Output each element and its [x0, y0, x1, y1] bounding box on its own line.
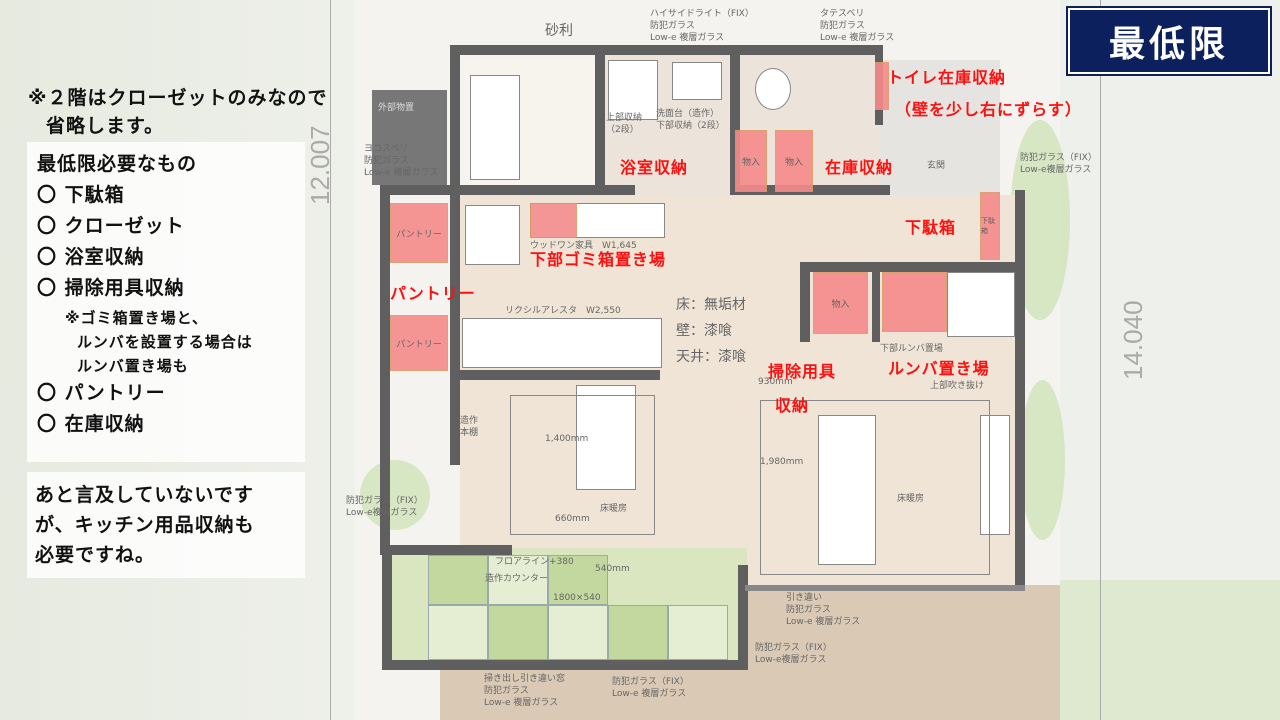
- sofa: [818, 415, 876, 565]
- label-floor-heating: 床暖房: [897, 494, 925, 504]
- wood-deck: [745, 585, 1060, 720]
- annotation-bath-storage: 浴室収納: [620, 158, 689, 177]
- dimension-label: 540mm: [595, 564, 630, 574]
- annotation-stock-storage: 在庫収納: [825, 158, 894, 177]
- intro-note: ※２階はクローゼットのみなので 省略します。: [28, 84, 327, 140]
- shoe-box: 下駄箱: [980, 192, 1000, 260]
- box-label: 物入: [831, 299, 850, 310]
- washing-machine: [608, 60, 658, 120]
- washbasin: [672, 62, 722, 100]
- kitchen-counter: [462, 318, 662, 368]
- toilet: [755, 68, 791, 110]
- annotation-pantry: パントリー: [390, 284, 476, 303]
- annotation-cleaning-storage: 掃除用具: [768, 362, 837, 381]
- window-label: 防犯ガラス（FIX） Low-e複層ガラス: [346, 496, 423, 518]
- dimension-label: 1,400mm: [545, 434, 589, 444]
- external-storage: [372, 90, 447, 185]
- annotation-trash-area: 下部ゴミ箱置き場: [530, 250, 667, 269]
- label-counter-size: 1800×540: [553, 593, 601, 603]
- window-label: 引き違い 防犯ガラス Low-e 複層ガラス: [786, 593, 861, 627]
- label-gravel: 砂利: [545, 23, 573, 39]
- dining-table: [576, 385, 636, 490]
- list-item: 〇 クローゼット: [37, 215, 185, 237]
- label-entrance: 玄関: [927, 161, 946, 171]
- garden-plants: [1020, 380, 1065, 540]
- box-label: パントリー: [396, 229, 442, 240]
- sub-note-line: ルンバ置き場も: [77, 357, 189, 375]
- annotation-toilet-note: （壁を少し右にずらす）: [895, 100, 1082, 119]
- dimension-label: 930mm: [758, 377, 793, 387]
- floor-heating-area: [510, 395, 655, 535]
- annotation-cleaning-storage: 収納: [775, 396, 810, 415]
- garden-plants: [360, 460, 430, 530]
- list-item: 〇 掃除用具収納: [37, 277, 185, 299]
- box-label: パントリー: [396, 339, 442, 350]
- list-item: 〇 在庫収納: [37, 413, 145, 435]
- label-washbasin: 洗面台（造作） 下部収納（2段）: [656, 109, 725, 131]
- footer-note-panel: あと言及していないです が、キッチン用品収納も 必要ですね。: [27, 472, 305, 578]
- note-line: 省略します。: [46, 115, 165, 137]
- note-line: 必要ですね。: [35, 544, 156, 566]
- fridge: [465, 205, 520, 265]
- roomba-stairs-box: [882, 272, 947, 332]
- stairs: [947, 272, 1015, 337]
- bathtub: [470, 75, 520, 180]
- note-line: ※２階はクローゼットのみなので: [28, 87, 328, 109]
- pantry-box-bottom: パントリー: [390, 315, 448, 371]
- list-item: 〇 パントリー: [37, 382, 166, 404]
- box-label: 物入: [741, 157, 760, 168]
- label-external-storage: 外部物置: [378, 103, 415, 113]
- window-label: 掃き出し引き違い窓 防犯ガラス Low-e 複層ガラス: [484, 674, 566, 708]
- box-label: 下駄箱: [981, 217, 995, 235]
- label-upper-storage: 上部収納 （2段）: [606, 113, 643, 135]
- annotation-shoe-box: 下駄箱: [905, 218, 957, 237]
- dimension-label: 660mm: [555, 514, 590, 524]
- label-floor-heating: 床暖房: [600, 504, 628, 514]
- title-badge: 最低限: [1066, 6, 1272, 76]
- label-bookshelf: 造作 本棚: [460, 416, 479, 438]
- label-back-counter: ウッドワン家具 W1,645: [530, 241, 637, 251]
- annotation-toilet-storage: トイレ在庫収納: [887, 68, 1007, 87]
- window-label: タテスベリ 防犯ガラス Low-e 複層ガラス: [820, 9, 895, 43]
- tv-board: [980, 415, 1010, 535]
- trash-area-box: [530, 203, 577, 238]
- note-line: が、キッチン用品収納も: [35, 514, 255, 536]
- label-ceiling-material: 天井：漆喰: [676, 349, 746, 365]
- window-label: ヨコスベリ 防犯ガラス Low-e 複層ガラス: [364, 144, 439, 178]
- note-line: あと言及していないです: [35, 484, 254, 506]
- toilet-storage-box: [875, 62, 889, 110]
- label-void: 上部吹き抜け: [930, 381, 985, 391]
- wood-deck: [440, 665, 750, 720]
- stock-storage-box: 物入: [775, 130, 813, 192]
- window-label: 防犯ガラス（FIX） Low-e複層ガラス: [755, 643, 832, 665]
- lawn: [1060, 580, 1280, 720]
- label-floor-material: 床：無垢材: [676, 297, 746, 313]
- entrance-floor: [880, 60, 1000, 195]
- list-title: 最低限必要なもの: [37, 153, 198, 175]
- dimension-right: 14.040: [1118, 300, 1148, 380]
- label-counter: 造作カウンター: [485, 574, 549, 584]
- sub-note-line: ※ゴミ箱置き場と、: [65, 309, 208, 327]
- list-item: 〇 下駄箱: [37, 184, 125, 206]
- window-label: ハイサイドライト（FIX） 防犯ガラス Low-e 複層ガラス: [650, 9, 754, 43]
- cleaning-storage-box: 物入: [813, 272, 868, 334]
- ldk-floor: [460, 195, 1020, 590]
- requirements-panel: 最低限必要なもの 〇 下駄箱 〇 クローゼット 〇 浴室収納 〇 掃除用具収納 …: [27, 142, 305, 462]
- label-kitchen: リクシルアレスタ W2,550: [505, 306, 621, 316]
- window-label: 防犯ガラス（FIX） Low-e 複層ガラス: [612, 677, 689, 699]
- dimension-label: 1,980mm: [760, 457, 804, 467]
- pantry-box-top: パントリー: [390, 203, 448, 263]
- window-label: 防犯ガラス（FIX） Low-e複層ガラス: [1020, 153, 1097, 175]
- label-wall-material: 壁：漆喰: [676, 323, 732, 339]
- label-floorline: フロアライン+380: [495, 557, 574, 567]
- bath-storage-box: 物入: [735, 130, 767, 192]
- dimension-line: [1100, 0, 1101, 720]
- label-roomba-under: 下部ルンバ置場: [880, 344, 943, 354]
- list-item: 〇 浴室収納: [37, 246, 145, 268]
- box-label: 物入: [784, 157, 803, 168]
- annotation-roomba: ルンバ置き場: [888, 359, 990, 378]
- dimension-line: [330, 0, 331, 720]
- floor-heating-area: [760, 400, 990, 575]
- sub-note-line: ルンバを設置する場合は: [77, 333, 253, 351]
